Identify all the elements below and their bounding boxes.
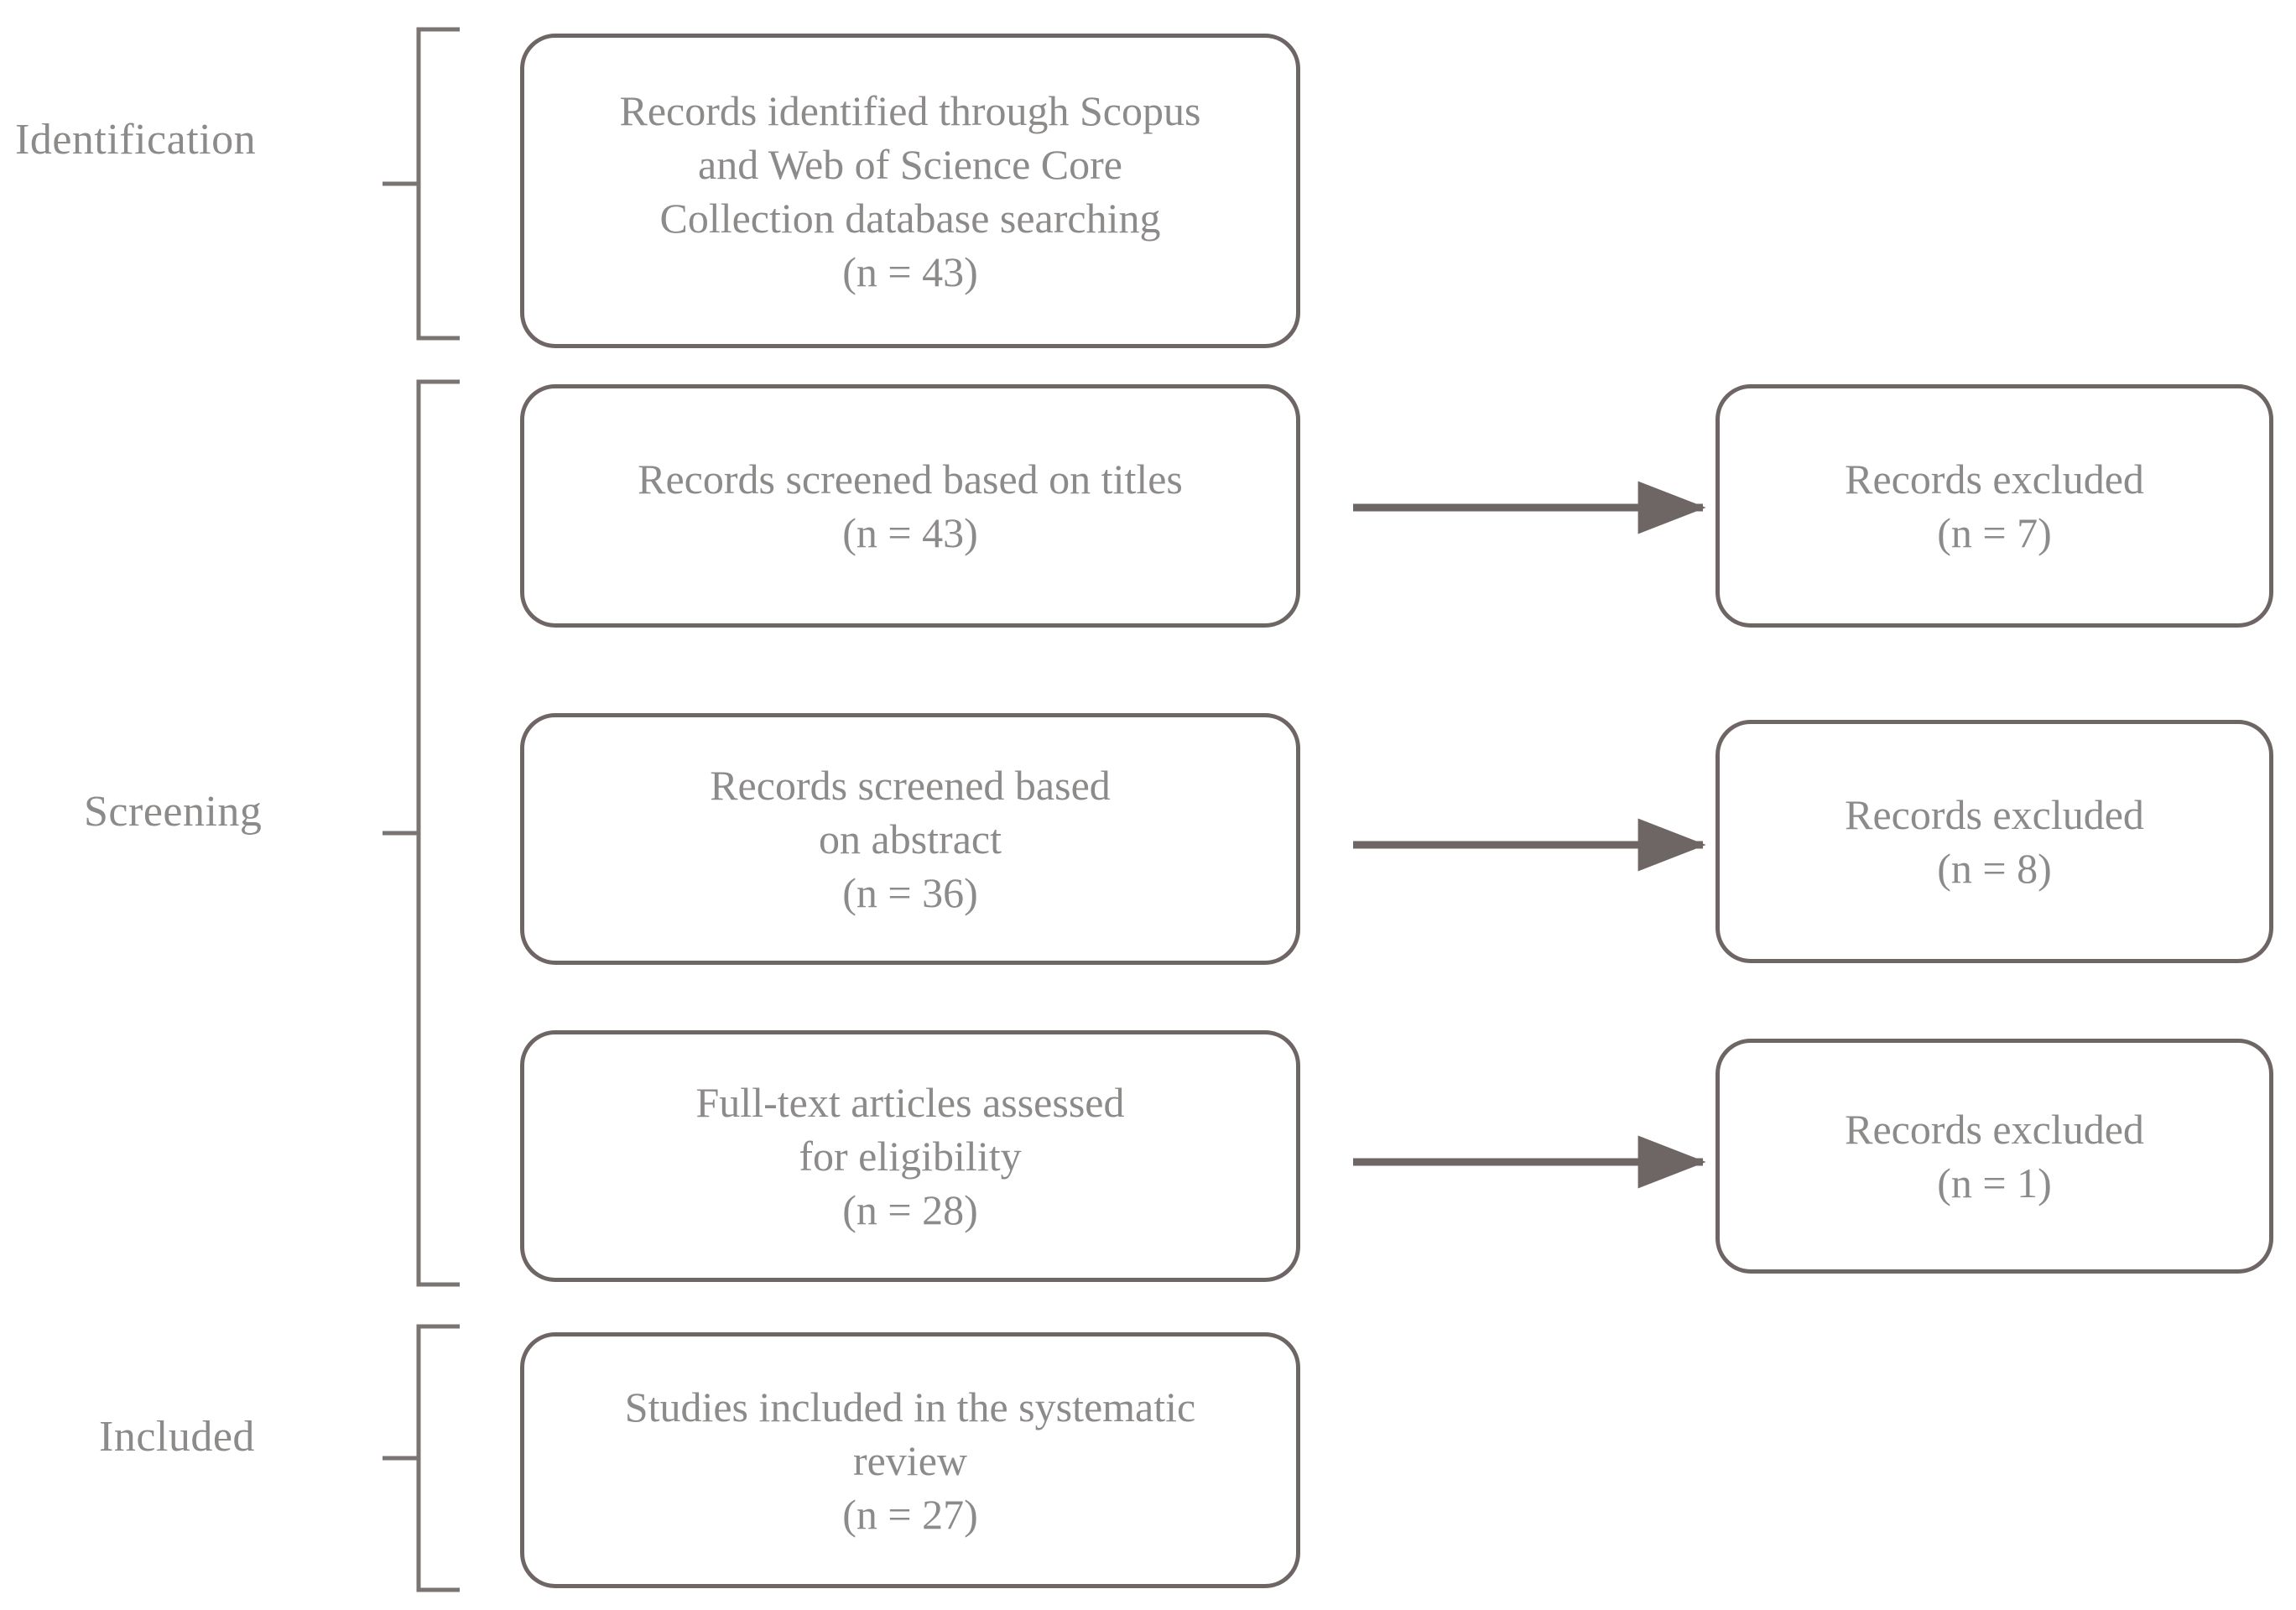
- bracket-identification: [383, 27, 460, 341]
- flow-box-fulltext-assessed: Full-text articles assessed for eligibil…: [520, 1030, 1300, 1282]
- flow-box-text: Records excluded (n = 1): [1845, 1106, 2144, 1206]
- flow-box-excluded-fulltext: Records excluded (n = 1): [1715, 1039, 2273, 1274]
- stage-label-included: Included: [99, 1413, 255, 1461]
- flow-box-text: Records excluded (n = 8): [1845, 791, 2144, 892]
- flow-box-text: Records excluded (n = 7): [1845, 456, 2144, 556]
- stage-label-identification: Identification: [15, 116, 257, 164]
- stage-label-screening: Screening: [84, 788, 263, 836]
- bracket-included: [383, 1324, 460, 1592]
- flow-box-text: Studies included in the systematic revie…: [624, 1383, 1196, 1538]
- flow-box-screened-titles: Records screened based on titles (n = 43…: [520, 384, 1300, 628]
- flow-box-excluded-titles: Records excluded (n = 7): [1715, 384, 2273, 628]
- flow-box-screened-abstract: Records screened based on abstract (n = …: [520, 713, 1300, 965]
- flow-box-records-identified: Records identified through Scopus and We…: [520, 34, 1300, 348]
- flow-box-text: Full-text articles assessed for eligibil…: [695, 1079, 1125, 1233]
- flow-box-text: Records identified through Scopus and We…: [619, 86, 1201, 295]
- bracket-screening: [383, 379, 460, 1287]
- flow-box-text: Records screened based on abstract (n = …: [710, 762, 1111, 916]
- flow-box-excluded-abstract: Records excluded (n = 8): [1715, 720, 2273, 963]
- flow-box-text: Records screened based on titles (n = 43…: [638, 456, 1183, 556]
- flow-box-studies-included: Studies included in the systematic revie…: [520, 1332, 1300, 1588]
